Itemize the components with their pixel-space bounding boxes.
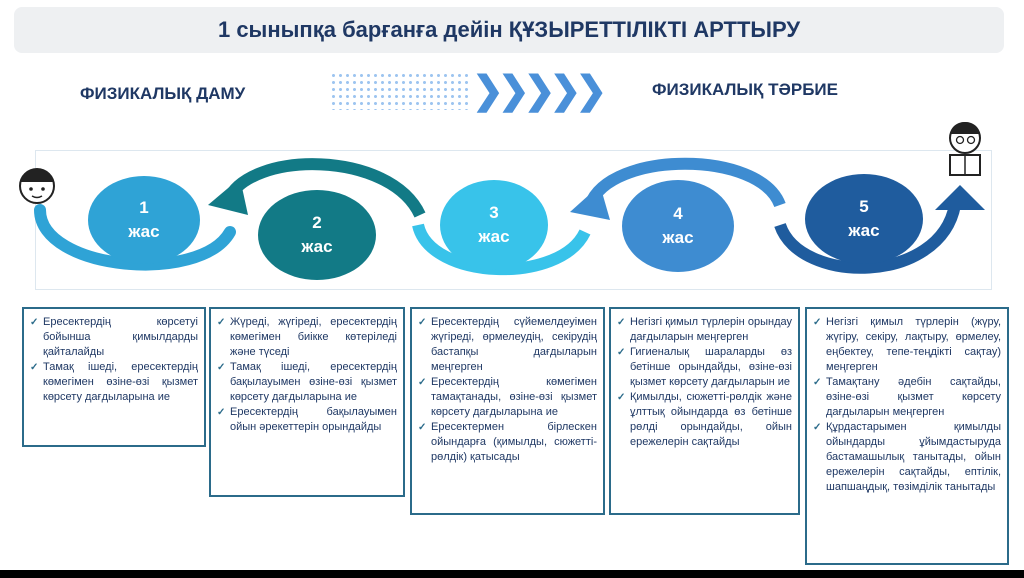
wave-arrow-4	[570, 185, 610, 220]
progress-wave	[19, 122, 985, 275]
age-unit: жас	[301, 237, 333, 256]
age-5-skills-box: Негізгі қимыл түрлерін (жүру, жүгіру, се…	[805, 307, 1009, 565]
child-face-icon	[19, 168, 55, 204]
title-bar: 1 сыныпқа барғанға дейін ҚҰЗЫРЕТТІЛІКТІ …	[14, 7, 1004, 53]
age-circle-3: 3 жас	[440, 180, 548, 270]
age-number: 4	[673, 204, 683, 223]
child-with-book-icon	[949, 122, 981, 176]
age-unit: жас	[848, 221, 880, 240]
age-unit: жас	[662, 228, 694, 247]
wave-segment-1	[34, 204, 236, 271]
age-4-skills-box: Негізгі қимыл түрлерін орындау дағдылары…	[609, 307, 800, 515]
skill-item: Құрдастарымен қимылды ойындарды ұйымдаст…	[813, 420, 1001, 495]
skill-item: Негізгі қимыл түрлерін (жүру, жүгіру, се…	[813, 315, 1001, 375]
skill-item: Ересектердің бақылауымен ойын әрекеттері…	[217, 405, 397, 435]
bottom-edge	[0, 570, 1024, 578]
dot-pattern	[330, 72, 470, 110]
age-unit: жас	[128, 222, 160, 241]
age-circle-1: 1 жас	[88, 176, 200, 264]
age-number: 3	[489, 203, 499, 222]
skill-item: Жүреді, жүгіреді, ересектердің көмегімен…	[217, 315, 397, 360]
age-unit: жас	[478, 227, 510, 246]
right-header: ФИЗИКАЛЫҚ ТӘРБИЕ	[652, 80, 838, 99]
wave-arrow-2	[208, 178, 248, 215]
skill-item: Қимылды, сюжетті-рөлдік және ұлттық ойын…	[617, 390, 792, 450]
skill-item: Ересектермен бірлескен ойындарға (қимылд…	[418, 420, 597, 465]
age-number: 2	[312, 213, 322, 232]
skill-item: Негізгі қимыл түрлерін орындау дағдылары…	[617, 315, 792, 345]
skill-item: Ересектердің сүйемелдеуімен жүгіреді, өр…	[418, 315, 597, 375]
page-title: 1 сыныпқа барғанға дейін ҚҰЗЫРЕТТІЛІКТІ …	[217, 17, 801, 42]
skill-item: Тамақ ішеді, ересектердің көмегімен өзін…	[30, 360, 198, 405]
skill-item: Ересектердің көмегімен тамақтанады, өзін…	[418, 375, 597, 420]
age-circle-4: 4 жас	[622, 180, 734, 272]
left-header: ФИЗИКАЛЫҚ ДАМУ	[80, 84, 246, 103]
age-2-skills-box: Жүреді, жүгіреді, ересектердің көмегімен…	[209, 307, 405, 497]
age-circle-2: 2 жас	[258, 190, 376, 280]
wave-segment-2	[222, 158, 426, 218]
age-number: 5	[859, 197, 869, 216]
wave-segment-5	[774, 203, 961, 274]
skill-item: Ересектердің көрсетуі бойынша қимылдарды…	[30, 315, 198, 360]
age-circle-5: 5 жас	[805, 174, 923, 264]
age-number: 1	[139, 198, 149, 217]
skill-item: Тамақтану әдебін сақтайды, өзіне-өзі қыз…	[813, 375, 1001, 420]
wave-arrow-5	[935, 185, 985, 210]
skill-item: Гигиеналық шараларды өз бетінше орындайд…	[617, 345, 792, 390]
age-1-skills-box: Ересектердің көрсетуі бойынша қимылдарды…	[22, 307, 206, 447]
skill-item: Тамақ ішеді, ересектердің бақылауымен өз…	[217, 360, 397, 405]
wave-segment-4	[584, 157, 786, 208]
chevron-right-icon: ❯❯❯❯❯	[472, 70, 607, 112]
age-3-skills-box: Ересектердің сүйемелдеуімен жүгіреді, өр…	[410, 307, 605, 515]
